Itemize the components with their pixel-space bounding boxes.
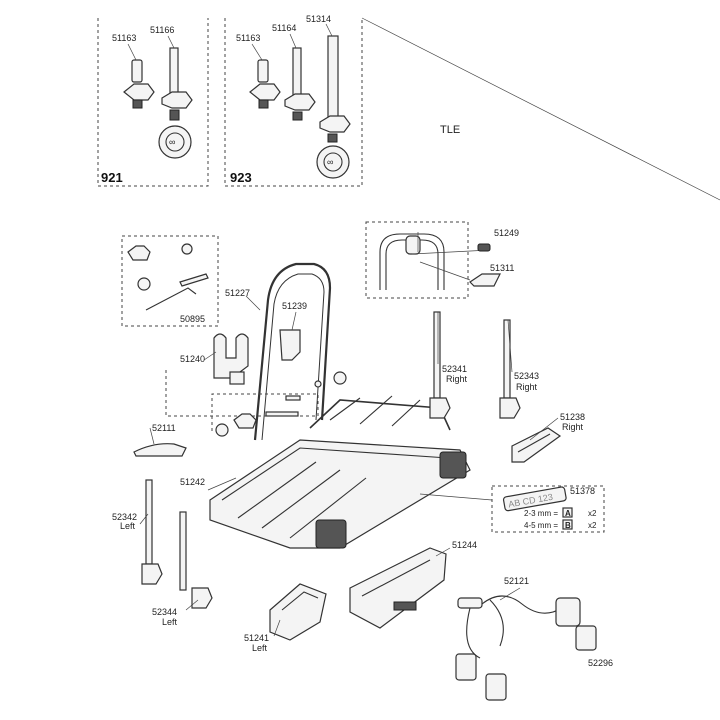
svg-text:∞: ∞	[327, 157, 333, 167]
part-51311-icon	[469, 273, 501, 287]
knob-icon	[127, 245, 151, 261]
plate-row1: 2-3 mm =	[524, 509, 558, 518]
label-51239: 51239	[282, 301, 307, 311]
label-51227: 51227	[225, 288, 250, 298]
corner-text: TLE	[440, 124, 460, 136]
plate-kit-box: AB CD 123 2-3 mm = A x2 4-5 mm = B x2	[491, 485, 605, 533]
label-51244: 51244	[452, 540, 477, 550]
plate-row2-qty: x2	[588, 521, 597, 530]
plate-row2: 4-5 mm =	[524, 521, 558, 530]
part-51164-icon	[284, 47, 316, 121]
label-51163-b: 51163	[236, 33, 260, 43]
hardware-callout	[165, 370, 319, 434]
plate-row1-letter: A	[565, 509, 571, 518]
label-52342-side: Left	[120, 521, 136, 531]
spacer-a-box	[562, 507, 573, 518]
label-52344: 52344	[152, 607, 177, 617]
light-housing-right-icon	[439, 451, 467, 479]
middle-hardware-icons	[215, 371, 347, 437]
plate-row1-qty: x2	[588, 509, 597, 518]
part-51314-icon: ∞	[316, 35, 351, 179]
label-51311: 51311	[490, 263, 514, 273]
part-52111-icon	[133, 443, 187, 457]
kit-923-number: 923	[230, 170, 252, 185]
label-51164: 51164	[272, 23, 296, 33]
label-51314: 51314	[306, 14, 331, 24]
light-housing-icon	[315, 519, 347, 549]
label-51238-side: Right	[562, 422, 584, 432]
part-51166-icon: ∞	[158, 47, 193, 159]
plate-row2-letter: B	[565, 521, 571, 530]
part-51239-icon	[279, 329, 301, 361]
label-52344-side: Left	[162, 617, 178, 627]
page-corner-line	[361, 17, 720, 201]
label-51249: 51249	[494, 228, 519, 238]
label-51238: 51238	[560, 412, 585, 422]
label-52341: 52341	[442, 364, 467, 374]
part-51244-icon	[349, 547, 447, 629]
svg-text:∞: ∞	[169, 137, 175, 147]
label-52121: 52121	[504, 576, 529, 586]
label-51163-a: 51163	[112, 33, 136, 43]
allen-key-icon	[145, 287, 197, 311]
label-52343-side: Right	[516, 382, 538, 392]
label-52111: 52111	[152, 423, 176, 433]
part-51163-icon	[123, 59, 155, 109]
kit-921-number: 921	[101, 170, 123, 185]
label-52343: 52343	[514, 371, 539, 381]
part-52343-icon	[499, 319, 521, 419]
spacer-b-box	[562, 519, 573, 530]
hardware-kit-box	[121, 235, 219, 327]
part-52121-icon	[457, 595, 581, 659]
handle-kit-box	[365, 221, 491, 299]
part-51241-icon	[269, 583, 327, 641]
part-52344-icon	[179, 511, 213, 609]
label-51241: 51241	[244, 633, 269, 643]
part-52296-icon	[455, 625, 597, 701]
license-plate-icon	[502, 486, 567, 512]
label-51166: 51166	[150, 25, 174, 35]
label-51240: 51240	[180, 354, 205, 364]
label-52341-side: Right	[446, 374, 468, 384]
washer-icon	[181, 243, 193, 255]
label-50895: 50895	[180, 314, 205, 324]
leader-lines	[139, 232, 559, 637]
part-51163-b-icon	[249, 59, 281, 109]
carrier-51242-icon	[209, 395, 471, 549]
label-51241-side: Left	[252, 643, 268, 653]
frame-51227-icon	[253, 262, 332, 441]
label-51378: 51378	[570, 486, 595, 496]
part-51240-icon	[213, 333, 249, 385]
pin-icon	[179, 273, 209, 287]
kit-923-box: 923 ∞ 51163 51164 51314	[224, 14, 363, 187]
part-51238-icon	[511, 427, 562, 463]
label-52342: 52342	[112, 512, 137, 522]
label-52296: 52296	[588, 658, 613, 668]
part-52341-icon	[429, 311, 451, 419]
label-51242: 51242	[180, 477, 205, 487]
part-52342-icon	[141, 479, 163, 585]
spacer-icon	[137, 277, 151, 291]
kit-921-box: 921 ∞ 51163 51166	[97, 18, 209, 187]
part-51249-icon	[477, 243, 491, 252]
